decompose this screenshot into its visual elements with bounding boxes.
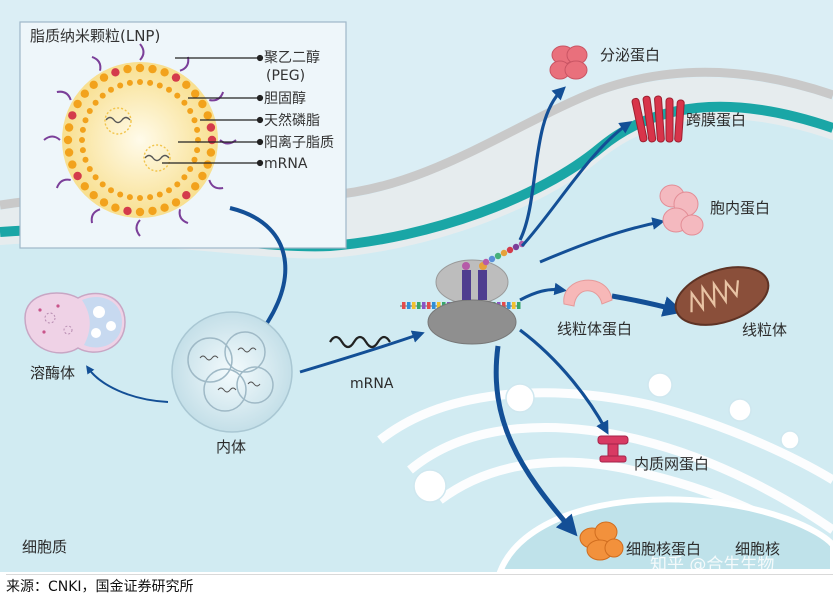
lnp-particle <box>43 43 237 237</box>
mrna-strands <box>104 107 171 172</box>
mitochondrion <box>674 266 770 326</box>
arrow-mitoprotein-to-mitochondrion <box>611 293 685 317</box>
mrna-strand <box>329 335 391 349</box>
arrow-to-intracellular <box>539 217 665 264</box>
arrow-endosome-to-lysosome <box>86 365 169 403</box>
cholesterol-label: 胆固醇 <box>264 90 306 107</box>
nucleus-label: 细胞核 <box>735 540 780 558</box>
secreted-protein <box>549 45 588 80</box>
lnp-box-title: 脂质纳米颗粒(LNP) <box>30 27 160 45</box>
arrow-endosome-to-ribosome <box>299 330 425 374</box>
peg-label-2: (PEG) <box>266 68 305 84</box>
mitochondrial-protein-label: 线粒体蛋白 <box>557 320 632 338</box>
watermark: 知乎 @合生生物 <box>650 555 774 572</box>
lysosome <box>24 292 126 354</box>
mrna-lnp-label: mRNA <box>264 156 308 172</box>
mitochondrial-protein <box>563 279 613 307</box>
peg-label: 聚乙二醇 <box>264 49 320 66</box>
intracellular-protein-label: 胞内蛋白 <box>710 199 770 217</box>
ribosome <box>400 240 526 345</box>
transmembrane-protein <box>631 95 685 143</box>
mitochondrion-label: 线粒体 <box>742 321 787 339</box>
mrna-lnp-diagram: 脂质纳米颗粒(LNP) 聚乙二醇 (PEG) 胆固醇 天然磷脂 阳离子脂质 mR… <box>0 0 833 572</box>
cytoplasm-label: 细胞质 <box>22 538 67 556</box>
endosome-label: 内体 <box>216 438 246 456</box>
arrow-to-transmembrane <box>520 121 633 248</box>
er-protein-label: 内质网蛋白 <box>634 455 709 473</box>
secreted-protein-label: 分泌蛋白 <box>600 46 660 64</box>
phospholipid-label: 天然磷脂 <box>264 112 320 129</box>
lnp-leader-lines <box>162 54 264 167</box>
cationic-lipid-label: 阳离子脂质 <box>264 134 334 151</box>
arrow-to-nuclear-protein <box>493 345 578 537</box>
nuclear-protein-label: 细胞核蛋白 <box>626 540 701 558</box>
arrow-to-secreted <box>518 86 566 241</box>
arrow-to-mitochondrial-protein <box>519 282 567 302</box>
lysosome-label: 溶酶体 <box>30 364 75 382</box>
source-caption: 来源：CNKI，国金证券研究所 <box>6 574 833 599</box>
transmembrane-protein-label: 跨膜蛋白 <box>686 111 746 129</box>
endosome <box>171 311 293 433</box>
er-protein <box>597 435 629 463</box>
lipid-layer <box>63 63 217 217</box>
nuclear-protein <box>579 521 624 561</box>
intracellular-protein <box>659 184 704 236</box>
nucleus <box>496 496 833 572</box>
mrna-label: mRNA <box>350 376 394 392</box>
arrow-to-er-protein <box>519 328 609 435</box>
